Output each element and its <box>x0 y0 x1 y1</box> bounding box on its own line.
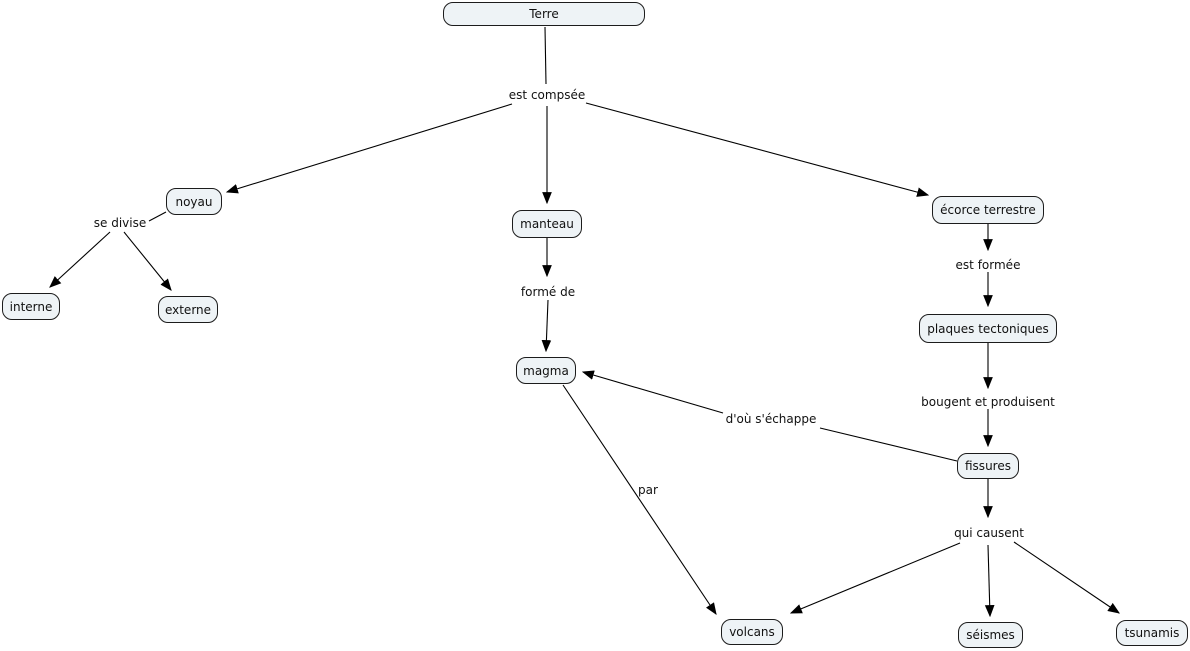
edge-label-dou-sechappe[interactable]: d'où s'échappe <box>725 412 817 426</box>
node-noyau[interactable]: noyau <box>166 188 222 215</box>
node-manteau[interactable]: manteau <box>512 210 582 238</box>
edge-terre-to-label <box>544 26 547 85</box>
edge-label-bougent[interactable]: bougent et produisent <box>921 395 1055 409</box>
edge-magma-to-volcans <box>562 384 717 616</box>
node-externe[interactable]: externe <box>158 296 218 323</box>
node-terre[interactable]: Terre <box>443 2 645 26</box>
node-volcans[interactable]: volcans <box>721 619 783 645</box>
edge-label-par[interactable]: par <box>638 483 658 497</box>
edge-label-qui-causent[interactable]: qui causent <box>954 526 1024 540</box>
node-plaques-tectoniques[interactable]: plaques tectoniques <box>919 314 1057 343</box>
edge-label-to-tsunamis <box>1013 541 1121 614</box>
edge-label-est-formee[interactable]: est formée <box>955 258 1021 272</box>
edge-label-forme-de[interactable]: formé de <box>520 285 576 299</box>
edge-label-to-interne <box>49 231 111 288</box>
node-seismes[interactable]: séismes <box>958 622 1023 648</box>
edge-fissures-to-label <box>819 427 958 462</box>
node-fissures[interactable]: fissures <box>957 453 1019 479</box>
edge-label-to-magma-2 <box>581 370 724 414</box>
edge-label-se-divise[interactable]: se divise <box>93 216 147 230</box>
edge-label-to-ecorce <box>585 102 930 197</box>
node-tsunamis[interactable]: tsunamis <box>1116 620 1188 646</box>
edge-label-to-externe <box>123 231 172 291</box>
node-ecorce-terrestre[interactable]: écorce terrestre <box>932 196 1044 224</box>
edge-label-est-compsee[interactable]: est compsée <box>508 88 586 102</box>
edge-label-to-seismes <box>984 544 995 618</box>
node-magma[interactable]: magma <box>516 357 576 384</box>
edge-label-to-volcans <box>789 542 961 614</box>
node-interne[interactable]: interne <box>2 293 60 320</box>
edge-noyau-to-label <box>148 211 167 222</box>
edge-label-to-magma <box>541 299 552 353</box>
edge-label-to-noyau <box>225 103 513 194</box>
